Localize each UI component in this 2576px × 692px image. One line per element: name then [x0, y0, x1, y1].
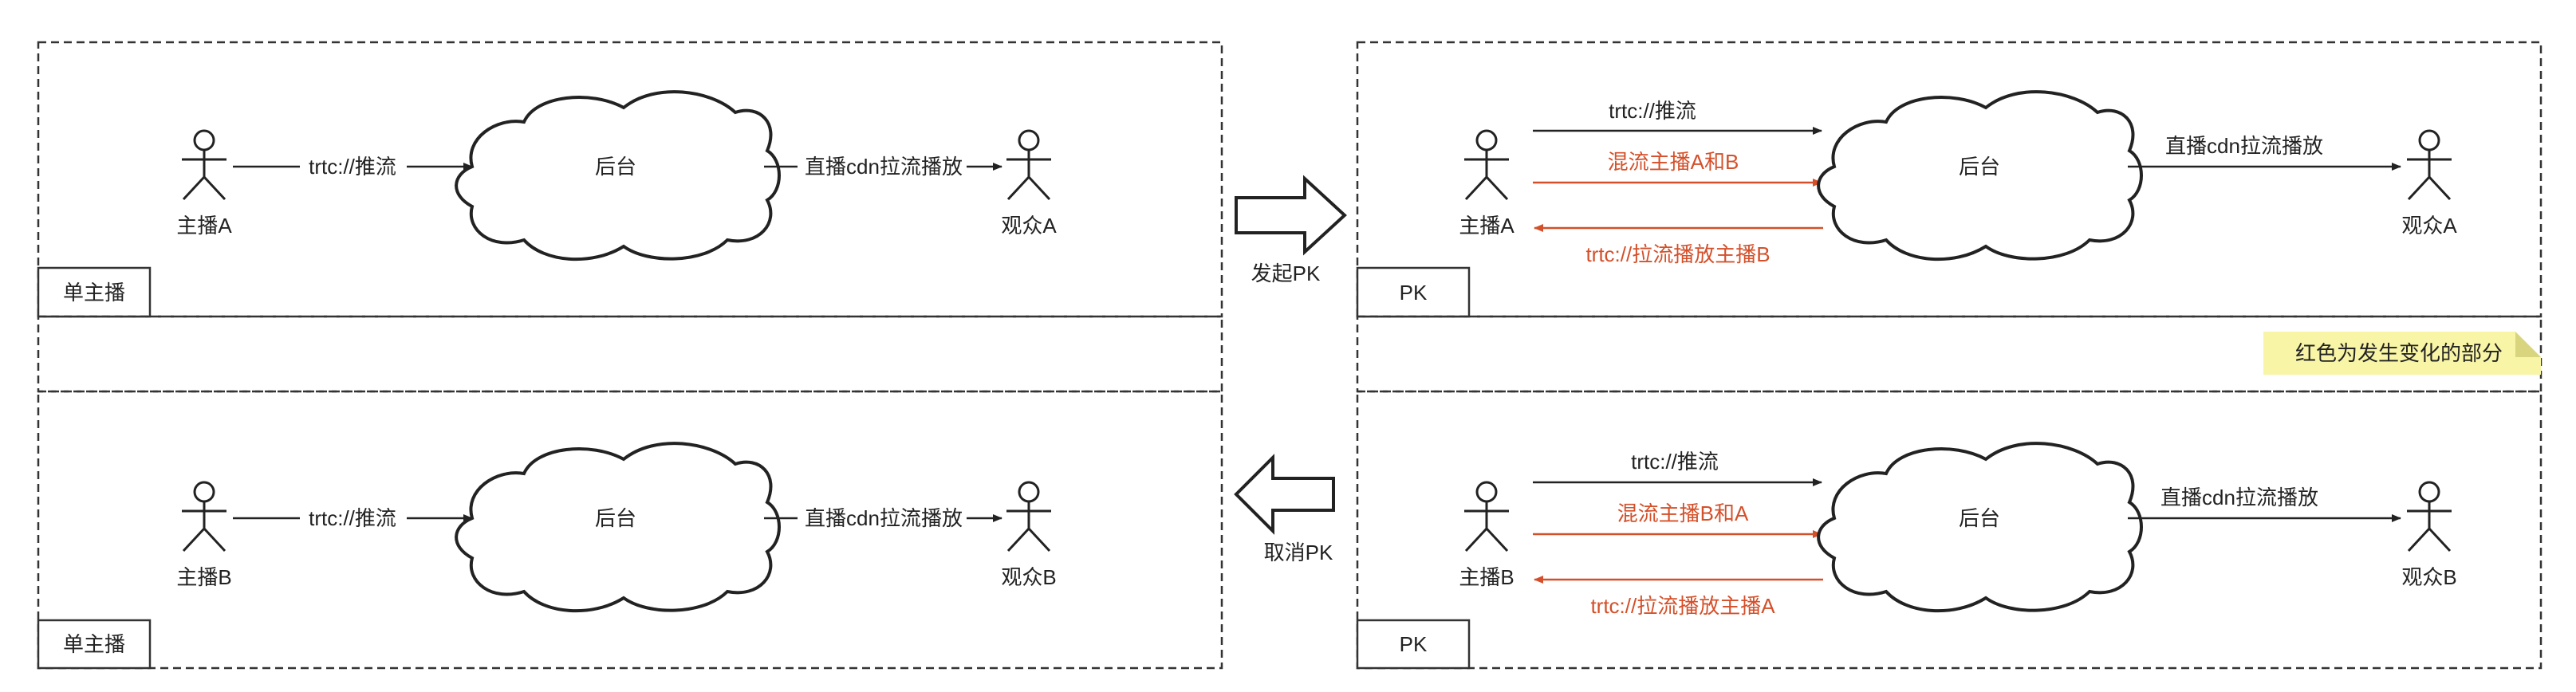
- viewer-label: 观众B: [2401, 565, 2456, 589]
- anchor-a-actor-icon: [1464, 129, 1509, 201]
- viewer-label: 观众B: [1001, 565, 1056, 589]
- panel-single-b: 单主播 主播B trtc://推流 后台 直播cdn拉流播放 观众B: [37, 390, 1223, 670]
- backend-label: 后台: [595, 155, 636, 179]
- note-fold: [2515, 332, 2541, 357]
- start-pk-label: 发起PK: [1251, 261, 1321, 285]
- play-label: 直播cdn拉流播放: [2160, 486, 2318, 509]
- anchor-b-actor-icon: [182, 481, 226, 552]
- panel-single-a: 单主播 主播A trtc://推流 后台 直播cdn拉流播放 观众A: [37, 41, 1223, 318]
- mix-label: 混流主播B和A: [1617, 501, 1749, 525]
- viewer-label: 观众A: [2401, 214, 2457, 238]
- backend-label: 后台: [595, 506, 636, 530]
- play-label: 直播cdn拉流播放: [805, 155, 963, 179]
- play-label: 直播cdn拉流播放: [805, 506, 963, 530]
- push-label: trtc://推流: [309, 155, 396, 179]
- pull-label: trtc://拉流播放主播A: [1590, 594, 1775, 618]
- left-divider-strip: [37, 315, 1223, 393]
- anchor-b-actor-icon: [1464, 481, 1509, 552]
- backend-label: 后台: [1959, 506, 2000, 530]
- viewer-a-actor-icon: [2407, 129, 2452, 201]
- panel-pk-a: PK 主播A trtc://推流 混流主播A和B trtc://拉流播放主播B …: [1356, 41, 2543, 318]
- viewer-label: 观众A: [1001, 214, 1057, 238]
- viewer-a-actor-icon: [1006, 129, 1051, 201]
- panel-frame: [1356, 390, 2543, 670]
- backend-label: 后台: [1959, 155, 2000, 179]
- cancel-pk-label: 取消PK: [1264, 541, 1333, 564]
- panel-tag: PK: [1400, 281, 1428, 305]
- note-paper: [2263, 332, 2541, 375]
- panel-tag: PK: [1400, 632, 1428, 656]
- panel-tag-box: [37, 619, 152, 670]
- anchor-label: 主播A: [176, 214, 232, 238]
- anchor-label: 主播A: [1459, 214, 1514, 238]
- panel-tag-box: [1356, 266, 1471, 318]
- panel-tag: 单主播: [63, 632, 125, 656]
- push-label: trtc://推流: [1631, 450, 1719, 474]
- play-label: 直播cdn拉流播放: [2165, 134, 2323, 158]
- start-pk-arrow-icon: [1235, 175, 1347, 256]
- panel-tag: 单主播: [63, 281, 125, 305]
- panel-tag-box: [1356, 619, 1471, 670]
- panel-pk-b: PK 主播B trtc://推流 混流主播B和A trtc://拉流播放主播A …: [1356, 390, 2543, 670]
- push-label: trtc://推流: [309, 506, 396, 530]
- viewer-b-actor-icon: [2407, 481, 2452, 552]
- viewer-b-actor-icon: [1006, 481, 1051, 552]
- legend-note: 红色为发生变化的部分: [2263, 332, 2541, 375]
- cancel-pk-arrow-icon: [1234, 454, 1335, 535]
- mix-label: 混流主播A和B: [1608, 150, 1739, 174]
- anchor-label: 主播B: [176, 565, 231, 589]
- push-label: trtc://推流: [1609, 99, 1696, 123]
- note-text: 红色为发生变化的部分: [2295, 341, 2503, 365]
- anchor-label: 主播B: [1459, 565, 1514, 589]
- pull-label: trtc://拉流播放主播B: [1585, 242, 1770, 266]
- panel-frame: [37, 390, 1223, 670]
- anchor-a-actor-icon: [182, 129, 226, 201]
